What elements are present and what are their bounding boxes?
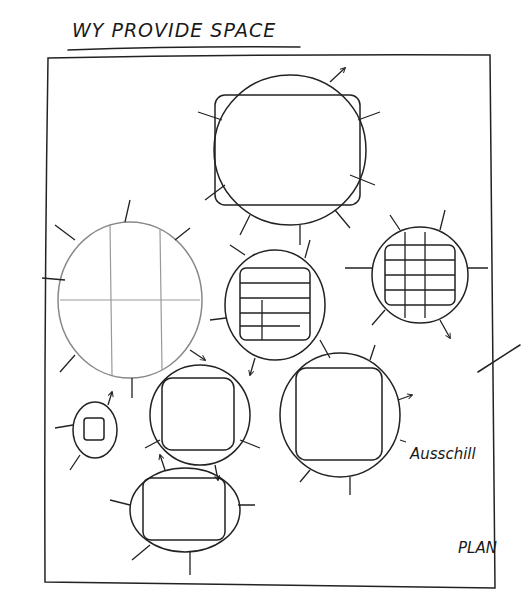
space-bubble [225, 250, 325, 360]
room-square [143, 478, 225, 540]
space-bubble [130, 468, 240, 552]
space-bubble [58, 222, 202, 378]
sketch-title: WY PROVIDE SPACE [72, 20, 276, 41]
title-underline [68, 47, 300, 50]
grid-lines [60, 225, 200, 375]
sketch-strokes [45, 47, 520, 588]
space-bubble [214, 75, 366, 225]
plan-frame [45, 55, 495, 588]
room-square [296, 368, 382, 460]
room-square [84, 418, 104, 440]
handwritten-note: PLAN [458, 540, 497, 557]
room-square [240, 268, 310, 340]
leader-line [400, 440, 406, 442]
room-square [215, 95, 360, 205]
space-bubble [73, 402, 117, 458]
side-stroke [478, 345, 520, 372]
room-square [162, 378, 234, 450]
space-bubble [372, 227, 468, 323]
grid-lines [240, 232, 455, 340]
space-bubble [150, 365, 250, 465]
handwritten-note: Ausschill [410, 446, 476, 463]
space-bubble [280, 353, 400, 477]
direction-ticks [42, 68, 488, 575]
